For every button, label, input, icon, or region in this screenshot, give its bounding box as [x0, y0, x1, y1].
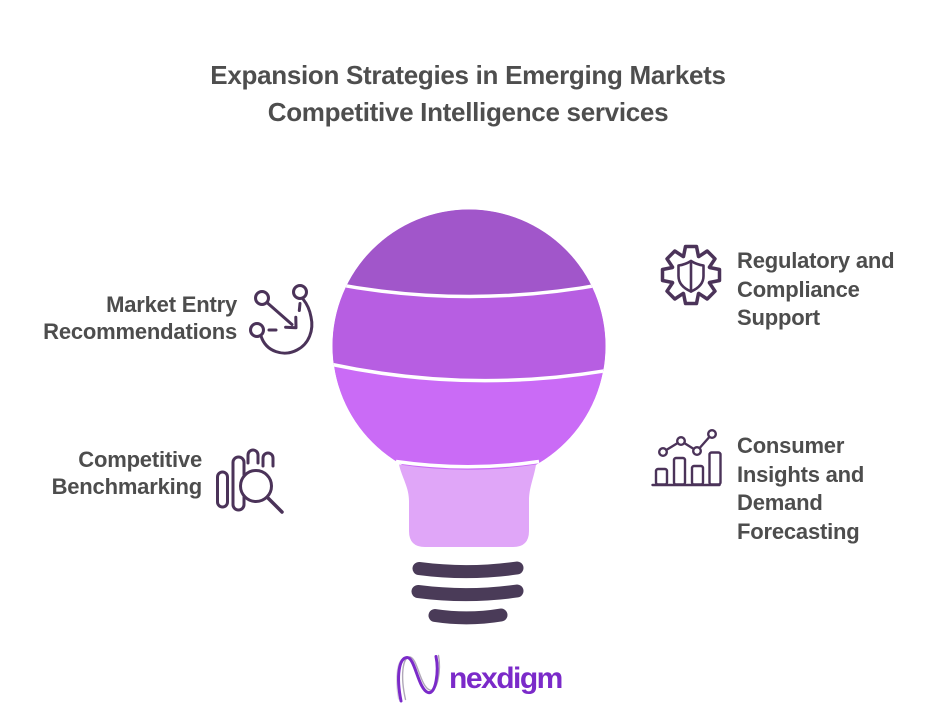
callout-market-entry-line-1: Market Entry [106, 292, 237, 317]
arrow-shaft [266, 301, 294, 326]
callout-consumer-line-2: Insights and [737, 461, 865, 487]
trend-point-2 [676, 436, 687, 447]
gear-shield-icon [660, 244, 722, 306]
route-node-bottom-left [249, 322, 265, 338]
callout-market-entry-line-2: Recommendations [43, 319, 237, 344]
bulb-separator-1 [332, 281, 606, 299]
bulb-base-thread-2 [411, 584, 524, 602]
magnifier-lens [239, 469, 273, 503]
chart-bar-4 [708, 451, 722, 486]
arrow-head [284, 315, 298, 330]
bulb-separator-3 [395, 459, 540, 469]
route-options-arrow-icon [249, 284, 314, 355]
callout-benchmarking-line-2: Benchmarking [51, 474, 203, 499]
callout-consumer-line-4: Forecasting [737, 518, 860, 544]
benchmark-bar-1 [216, 470, 229, 509]
trend-point-3 [692, 446, 703, 457]
bar-chart-magnifier-icon [216, 448, 284, 514]
trend-line [661, 432, 714, 454]
benchmark-arch-2 [261, 451, 275, 468]
callout-benchmarking-line-1: Competitive [78, 447, 202, 472]
callout-competitive-benchmarking: Competitive Benchmarking [0, 446, 203, 500]
bulb-base-thread-3 [428, 608, 508, 625]
chart-bar-2 [672, 456, 687, 486]
magnifier-handle [265, 495, 284, 514]
trend-line-bar-chart-icon [651, 429, 722, 487]
bulb-top-segment [332, 209, 606, 297]
nexdigm-logo-text: nexdigm [449, 662, 563, 695]
dash-vertical [297, 302, 302, 312]
bulb-neck [399, 464, 536, 547]
page-title: Expansion Strategies in Emerging Markets… [0, 57, 936, 131]
lightbulb-graphic [332, 209, 606, 625]
callout-regulatory-line-3: Support [737, 305, 820, 330]
route-node-top-left [254, 290, 270, 306]
callout-regulatory-compliance: Regulatory and Compliance Support [737, 247, 927, 333]
chart-bar-3 [690, 464, 705, 486]
callout-consumer-line-1: Consumer [737, 433, 845, 458]
callout-regulatory-line-1: Regulatory and [737, 248, 895, 273]
callout-consumer-line-3: Demand [737, 490, 823, 515]
trend-point-4 [707, 429, 718, 440]
chart-bar-1 [654, 467, 669, 486]
route-arc [259, 297, 314, 355]
callout-market-entry: Market Entry Recommendations [20, 291, 237, 345]
bulb-separator-2 [332, 362, 606, 383]
route-node-top-right [292, 284, 308, 300]
callout-consumer-insights: Consumer Insights and Demand Forecasting [737, 432, 927, 546]
title-line-1: Expansion Strategies in Emerging Markets [210, 60, 726, 90]
title-line-2: Competitive Intelligence services [267, 97, 669, 127]
callout-regulatory-line-2: Compliance [737, 276, 860, 302]
trend-point-1 [658, 447, 669, 458]
logo-mark-main-stroke [397, 655, 439, 703]
logo-mark-echo-gray [401, 654, 441, 701]
benchmark-arch-1 [246, 448, 260, 465]
bulb-middle-segment [332, 283, 606, 381]
nexdigm-logo-mark [396, 654, 441, 703]
gear-outline [660, 244, 722, 306]
bulb-base-thread-1 [412, 561, 524, 579]
